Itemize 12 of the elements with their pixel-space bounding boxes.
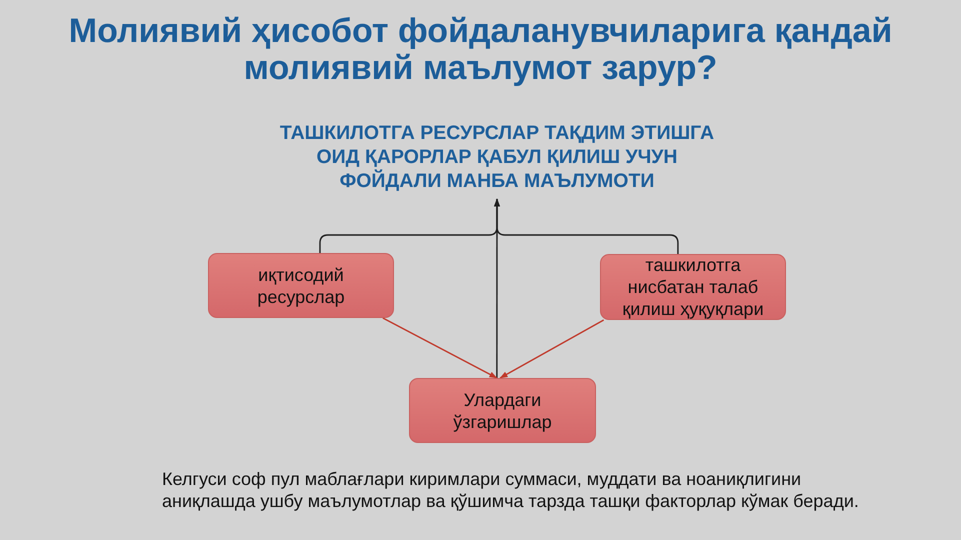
- arrow: [494, 198, 500, 378]
- heading-text: ТАШКИЛОТГА РЕСУРСЛАР ТАҚДИМ ЭТИШГА ОИД ҚАРОРЛАР ҚАБУЛ ҚИЛИШ УЧУН ФОЙДАЛИ МАНБА МАЪЛУМОТИ: [272, 121, 722, 199]
- slide-title: Молиявий ҳисобот фойдаланувчиларига қандай молиявий маълумот зарур?: [68, 13, 894, 87]
- arrow: [500, 319, 604, 379]
- note-text: Келгуси соф пул маблағлари киримлари суммаси, муддати ва ноаниқлигини аниқлашда ушбу маълумотлар ва қўшимча тарзда ташқи факторлар кўмак беради.: [162, 468, 860, 512]
- process-box: [600, 254, 786, 320]
- arrow: [382, 317, 498, 379]
- process-box: [409, 378, 596, 443]
- process-box: [208, 253, 394, 318]
- box-label: ташкилотга нисбатан талаб қилиш ҳуқуқлари: [621, 254, 765, 320]
- box-label: иқтисодий ресурслар: [256, 264, 346, 308]
- box-label: Улардаги ўзгаришлар: [452, 388, 553, 432]
